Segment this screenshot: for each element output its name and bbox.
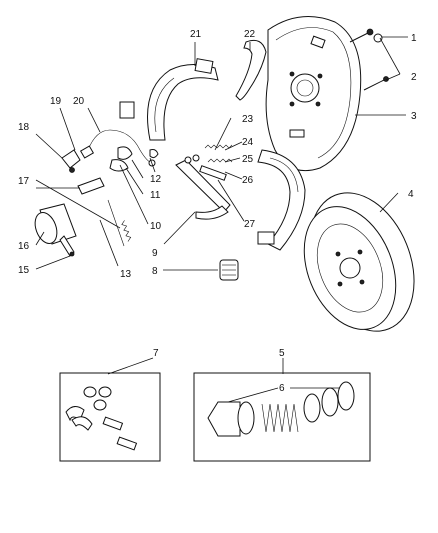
wheel-cylinder	[34, 203, 77, 257]
callout-1: 1	[411, 33, 417, 44]
parking-brake-lever	[175, 159, 231, 220]
return-springs	[184, 144, 233, 181]
callout-22: 22	[244, 29, 256, 40]
callout-17: 17	[18, 176, 30, 187]
callout-13: 13	[120, 269, 132, 280]
callout-15: 15	[18, 265, 30, 276]
callout-8: 8	[152, 266, 158, 277]
adjuster-parts	[109, 146, 159, 172]
callout-24: 24	[242, 137, 254, 148]
callout-5: 5	[279, 348, 285, 359]
backing-plate	[265, 16, 362, 172]
adjuster-lever	[235, 39, 267, 101]
adjuster-nut	[219, 259, 239, 281]
brake-shoe-upper	[147, 58, 219, 141]
callout-18: 18	[18, 122, 30, 133]
callout-12: 12	[150, 174, 162, 185]
callout-19: 19	[50, 96, 62, 107]
hold-down-spring	[119, 101, 135, 119]
brake-drum	[303, 192, 415, 332]
callout-6: 6	[279, 383, 285, 394]
mounting-bolts	[349, 28, 389, 91]
leader-lines	[35, 36, 408, 403]
callout-26: 26	[242, 175, 254, 186]
cylinder-repair-kit-box	[193, 372, 371, 462]
callout-20: 20	[73, 96, 85, 107]
hardware-kit-box	[59, 372, 161, 462]
brake-shoe-lower	[257, 149, 306, 251]
callout-21: 21	[190, 29, 202, 40]
callout-9: 9	[152, 248, 158, 259]
callout-23: 23	[242, 114, 254, 125]
callout-7: 7	[153, 348, 159, 359]
callout-numbers: 1 2 3 4 5 6 7 8 9 10 11 12 13 15 16 17 1…	[18, 29, 417, 394]
callout-3: 3	[411, 111, 417, 122]
adjuster-spring	[77, 177, 132, 247]
parking-brake-cable	[61, 129, 156, 173]
callout-16: 16	[18, 241, 30, 252]
callout-11: 11	[150, 190, 161, 201]
callout-25: 25	[242, 154, 254, 165]
callout-2: 2	[411, 72, 417, 83]
callout-4: 4	[408, 189, 414, 200]
callout-27: 27	[244, 219, 256, 230]
callout-10: 10	[150, 221, 162, 232]
